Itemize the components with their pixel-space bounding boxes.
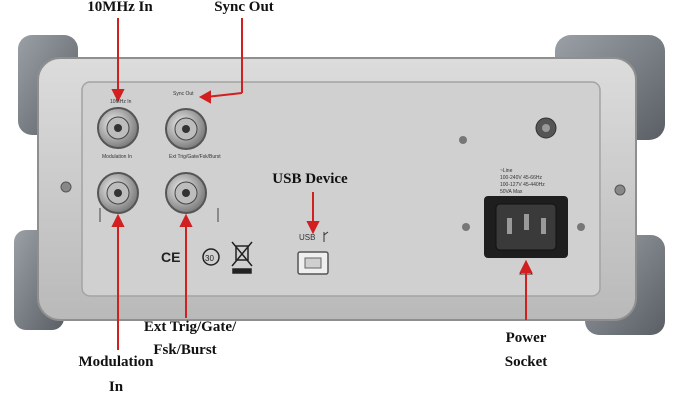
usb-symbol-icon [323, 231, 329, 242]
arrow-ext-trig [179, 213, 193, 318]
power-spec-2: 100-127V 45-440Hz [500, 182, 545, 188]
port-label-10mhz: 10MHz In [110, 99, 132, 105]
power-spec-3: 50VA Max [500, 189, 523, 195]
usb-panel-label: USB [299, 233, 315, 242]
screw-right [614, 184, 626, 196]
arrow-sync-out [198, 18, 243, 104]
arrow-modulation-in [111, 213, 125, 350]
socket-screw-left [462, 223, 470, 231]
label-ext-trig-line1: Ext Trig/Gate/ [143, 319, 237, 335]
arrow-10mhz-in [111, 18, 125, 103]
bnc-sync-out [165, 108, 207, 150]
arrow-usb-device [306, 192, 320, 235]
label-sync-out: Sync Out [214, 0, 274, 15]
power-socket [484, 196, 568, 258]
port-label-modulation: Modulation In [102, 154, 133, 160]
ce-mark: CE [161, 249, 180, 265]
weee-bin-icon [231, 241, 253, 274]
label-modulation-line2: In [108, 379, 124, 395]
small-screw-icon [459, 136, 467, 144]
bnc-10mhz-in [97, 107, 139, 149]
socket-screw-right [577, 223, 585, 231]
panel-face [81, 81, 601, 297]
label-10mhz-in: 10MHz In [87, 0, 153, 15]
port-label-sync: Sync Out [173, 91, 194, 97]
label-power-line2: Socket [504, 354, 548, 370]
label-modulation-line1: Modulation [78, 354, 154, 370]
power-line-label: ~Line [500, 168, 513, 174]
arrow-power-socket [519, 259, 533, 320]
label-ext-trig-line2: Fsk/Burst [153, 342, 217, 358]
screw-left [60, 181, 72, 193]
label-usb-device: USB Device [272, 171, 348, 187]
power-spec-1: 100-240V 45-66Hz [500, 175, 542, 181]
bnc-ext-trig [165, 172, 207, 214]
bnc-modulation-in [97, 172, 139, 214]
rohs-mark-icon [202, 248, 220, 266]
rohs-mark-label: 30 [205, 254, 214, 263]
label-power-line1: Power [505, 330, 547, 346]
port-label-exttrig: Ext Trig/Gate/Fsk/Burst [169, 154, 221, 160]
